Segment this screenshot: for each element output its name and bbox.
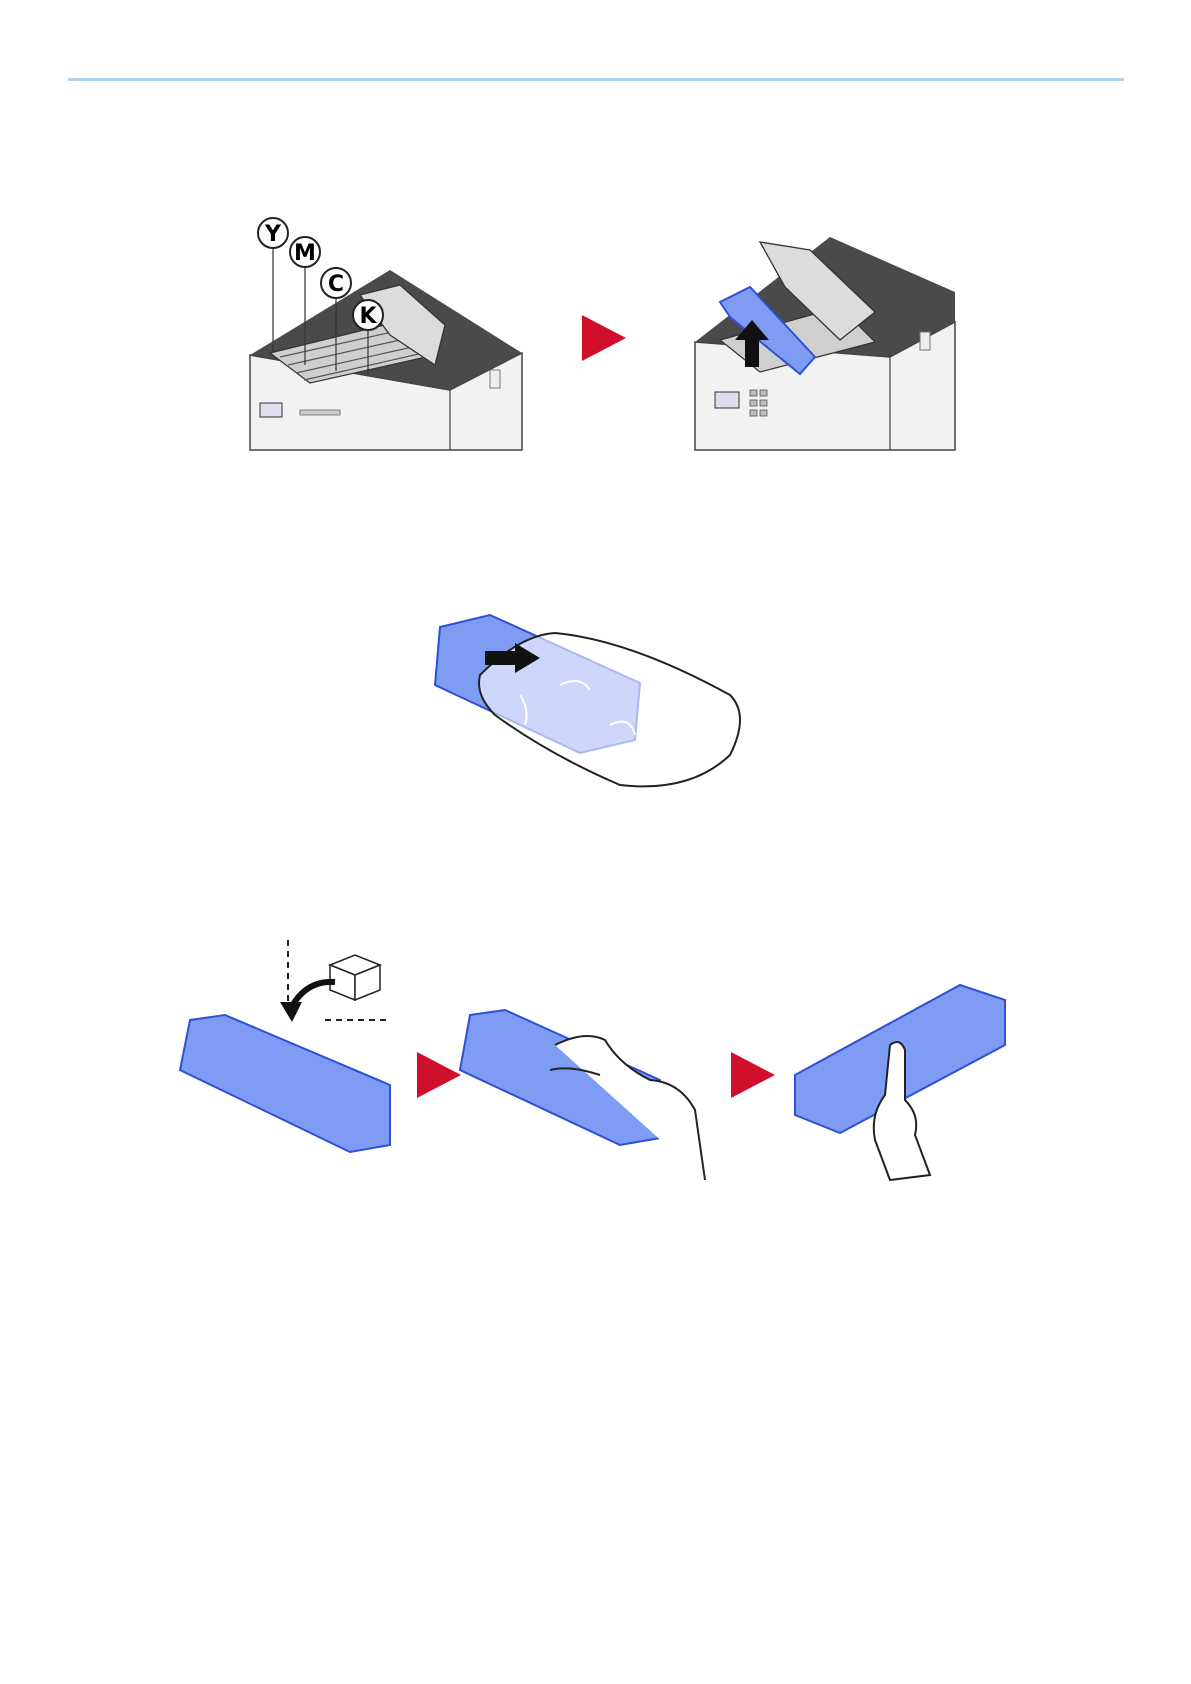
svg-text:Y: Y <box>264 222 282 247</box>
operation-panel <box>260 403 282 417</box>
figure-shake-horizontal <box>460 1010 705 1185</box>
figure-shake-vertical <box>790 975 1015 1180</box>
figure-unpack-toner <box>430 615 770 795</box>
label-y: Y <box>258 218 288 248</box>
step-arrow-icon <box>731 1052 775 1098</box>
label-k: K <box>353 300 383 330</box>
label-m: M <box>290 237 320 267</box>
figure-step-remove-from-box <box>180 940 400 1170</box>
step-arrow-icon <box>582 315 626 361</box>
figure-toner-positions: Y M C K <box>240 225 530 450</box>
top-rule <box>68 78 1124 81</box>
svg-text:M: M <box>294 241 316 266</box>
svg-text:C: C <box>328 272 344 297</box>
label-c: C <box>321 268 351 298</box>
step-arrow-icon <box>417 1052 461 1098</box>
toner-cartridge <box>180 1015 390 1152</box>
figure-remove-cartridge <box>690 232 960 450</box>
box-icon <box>330 955 380 1000</box>
svg-text:K: K <box>359 304 377 329</box>
